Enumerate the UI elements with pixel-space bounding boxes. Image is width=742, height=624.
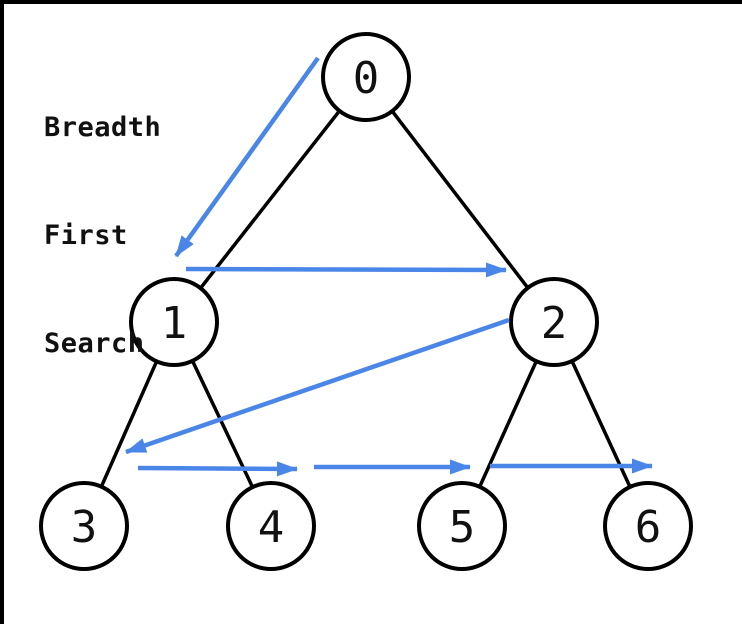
node-circle-0	[321, 32, 411, 122]
node-label-5: 5	[449, 502, 476, 553]
node-circle-6	[603, 481, 693, 571]
node-circle-4	[226, 481, 316, 571]
tree-node-0: 0	[321, 32, 411, 122]
node-circle-3	[39, 481, 129, 571]
tree-node-2: 2	[509, 277, 599, 367]
title-line-3: Search	[44, 328, 145, 359]
frame-top-bar	[0, 0, 742, 4]
node-label-1: 1	[161, 298, 188, 349]
node-label-2: 2	[541, 298, 568, 349]
diagram-title: Breadth First Search	[44, 38, 161, 434]
frame-left-bar	[0, 0, 4, 624]
title-line-1: Breadth	[44, 112, 162, 143]
node-circle-1	[129, 277, 219, 367]
arrow-0-to-1	[174, 56, 320, 258]
tree-node-4: 4	[226, 481, 316, 571]
tree-node-1: 1	[129, 277, 219, 367]
tree-edge-0-2	[364, 75, 556, 324]
node-circle-2	[509, 277, 599, 367]
node-circle-5	[417, 481, 507, 571]
tree-node-3: 3	[39, 481, 129, 571]
node-label-4: 4	[258, 502, 285, 553]
node-label-3: 3	[71, 502, 98, 553]
tree-edge-0-1	[172, 75, 368, 324]
tree-node-6: 6	[603, 481, 693, 571]
arrow-1-to-2	[185, 262, 507, 278]
node-label-0: 0	[353, 53, 380, 104]
arrow-2-to-3	[125, 317, 510, 455]
arrow-3-to-4	[137, 461, 298, 477]
node-label-6: 6	[635, 502, 662, 553]
tree-node-5: 5	[417, 481, 507, 571]
title-line-2: First	[44, 220, 128, 251]
